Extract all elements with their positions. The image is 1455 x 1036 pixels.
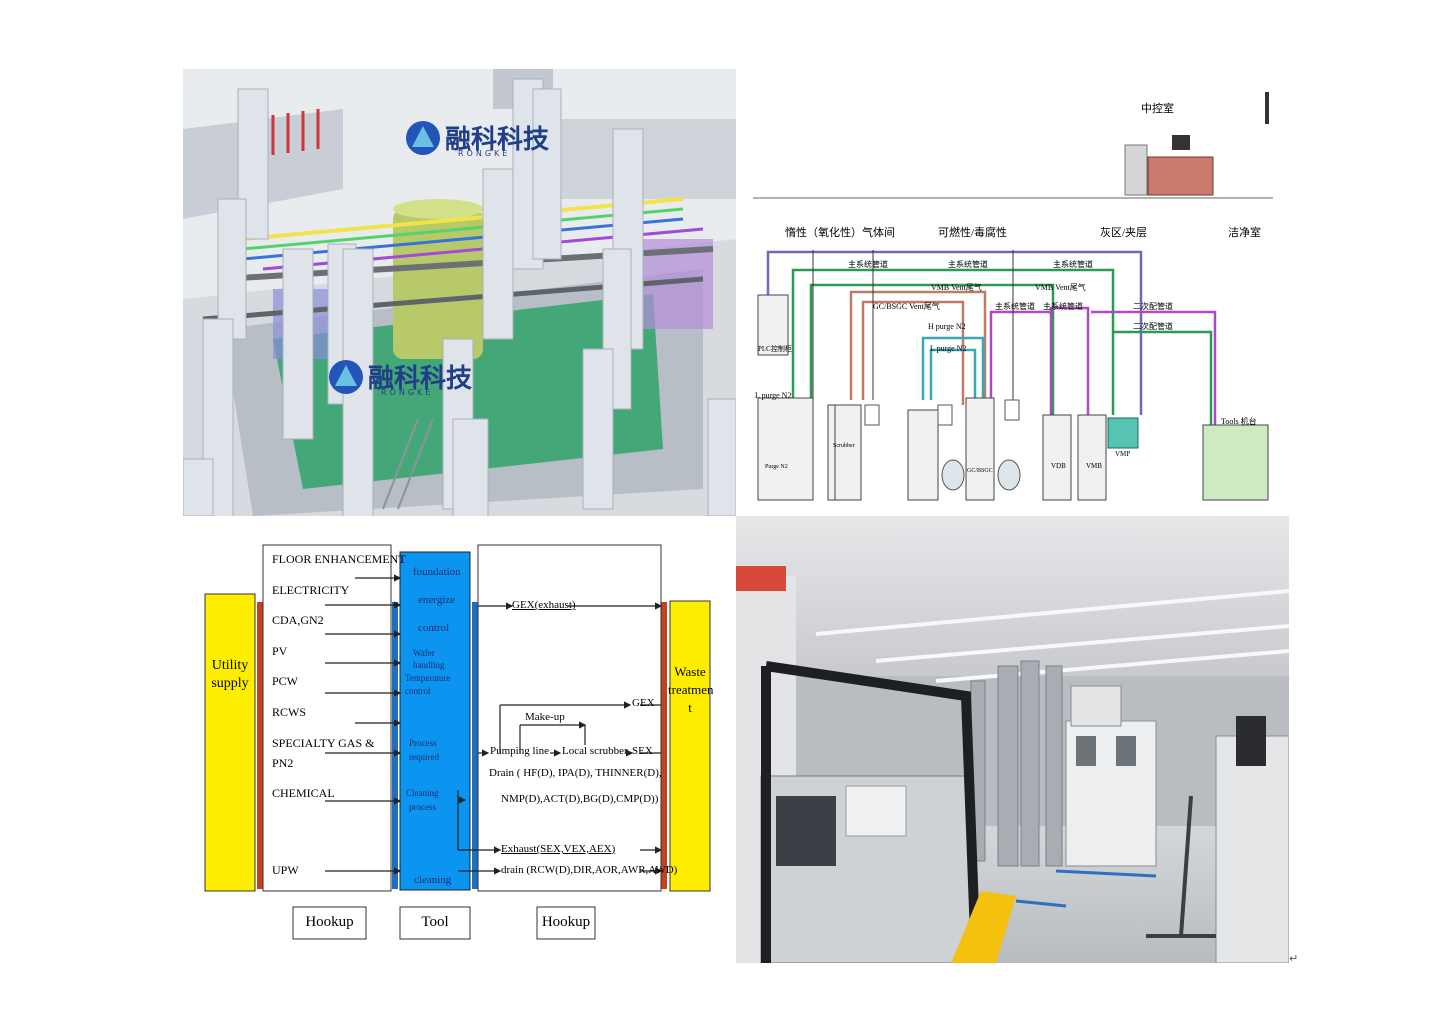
- tool-control: control: [418, 622, 449, 634]
- gas-pipe-drawing: [753, 80, 1273, 504]
- tool-process: Process: [409, 738, 437, 748]
- input-floor: FLOOR ENHANCEMENT: [272, 552, 406, 567]
- footer-tool: Tool: [400, 914, 470, 931]
- waste-label: Waste treatmen t: [668, 663, 712, 717]
- vmb-vent-label-2: VMB Vent尾气: [1035, 282, 1086, 293]
- vmp-label: VMP: [1115, 450, 1130, 458]
- output-exhaust: Exhaust(SEX,VEX,AEX): [501, 843, 615, 855]
- gas-system-diagram: 中控室 惰性（氧化性）气体间 可燃性/毒腐性 灰区/夹层 洁净室 主系统管道 主…: [753, 80, 1273, 504]
- footer-hookup-left: Hookup: [293, 914, 366, 931]
- plant-3d-rendering: 融科科技 RONGKE 融科科技 RONGKE: [183, 69, 736, 516]
- tool-temperature: Temperature: [405, 673, 450, 683]
- scrubber-label: Scrubber: [833, 443, 855, 449]
- zone-grey-label: 灰区/夹层: [1100, 224, 1147, 240]
- output-pumping-line: Pumping line: [490, 745, 549, 757]
- tool-handling: handling: [413, 660, 445, 670]
- purge-cabinet-icon: [758, 398, 813, 500]
- desk-icon: [1148, 157, 1213, 195]
- output-drain-3: drain (RCW(D),DIR,AOR,AWR,AWD): [501, 864, 677, 876]
- output-sex: SEX: [632, 745, 653, 757]
- input-specialty-gas: SPECIALTY GAS &: [272, 736, 374, 751]
- logo-sub-bottom: RONGKE: [381, 388, 433, 397]
- main-pipe-label-2: 主系统管道: [948, 259, 988, 270]
- computer-icon: [1172, 135, 1190, 150]
- vmb-label: VMB: [1086, 462, 1102, 470]
- tool-required: required: [409, 752, 439, 762]
- input-cda: CDA,GN2: [272, 613, 324, 628]
- output-drain-1: Drain ( HF(D), IPA(D), THINNER(D),: [489, 767, 662, 779]
- l-purge-label-1: L purge N2: [930, 344, 966, 353]
- h-purge-label: H purge N2: [928, 322, 966, 331]
- output-drain-2: NMP(D),ACT(D),BG(D),CMP(D)): [501, 793, 658, 805]
- control-room-label: 中控室: [1141, 100, 1174, 116]
- output-local-scrubber: Local scrubber: [562, 745, 628, 757]
- vmb-vent-label-1: VMB Vent尾气: [931, 282, 982, 293]
- vdb-label: VDB: [1051, 462, 1066, 470]
- input-rcws: RCWS: [272, 705, 306, 720]
- hookup-flow-chart: Utility supply Waste treatmen t FLOOR EN…: [200, 540, 722, 944]
- tool-cleaning: Cleaning: [406, 788, 439, 798]
- cabinet-icon: [1125, 145, 1147, 195]
- tool-process-2: process: [409, 802, 436, 812]
- gcbsgc-label: GC/BSGC: [967, 468, 993, 474]
- utility-label: Utility supply: [207, 657, 253, 693]
- scrubber-icon: [835, 405, 861, 500]
- secondary-pipe-label-2: 二次配管道: [1133, 321, 1173, 332]
- output-gex-exhaust: GEX(exhaust): [512, 599, 576, 611]
- input-upw: UPW: [272, 863, 299, 878]
- zone-clean-label: 洁净室: [1228, 224, 1261, 240]
- main-pipe-label-3: 主系统管道: [1053, 259, 1093, 270]
- tool-wafer: Wafer: [413, 648, 435, 658]
- main-pipe-label-4: 主系统管道: [995, 301, 1035, 312]
- gas-cylinder-icon: [942, 460, 964, 490]
- zone-flammable-label: 可燃性/毒腐性: [938, 224, 1007, 240]
- plc-label: PLC控制柜: [758, 344, 792, 354]
- input-chemical: CHEMICAL: [272, 786, 335, 801]
- input-pcw: PCW: [272, 674, 298, 689]
- vdb-cabinet-icon: [1043, 415, 1071, 500]
- input-pv: PV: [272, 644, 287, 659]
- tool-foundation: foundation: [413, 566, 461, 578]
- gas-cylinder-icon: [998, 460, 1020, 490]
- tools-label: Tools 机台: [1221, 416, 1257, 427]
- l-purge-label-2: L purge N2: [755, 391, 791, 400]
- input-electricity: ELECTRICITY: [272, 583, 349, 598]
- trailing-mark: ↵: [1289, 952, 1298, 965]
- main-pipe-label-5: 主系统管道: [1043, 301, 1083, 312]
- tool-control-2: control: [405, 686, 431, 696]
- vmp-icon: [1108, 418, 1138, 448]
- zone-inert-label: 惰性（氧化性）气体间: [785, 224, 895, 240]
- secondary-pipe-label-1: 二次配管道: [1133, 301, 1173, 312]
- output-gex: GEX: [632, 697, 655, 709]
- vmb-cabinet-icon: [1078, 415, 1106, 500]
- cleanroom-photo-drawing: [736, 516, 1289, 963]
- cleanroom-photo: [736, 516, 1289, 963]
- gc-vent-label: GC/BSGC Vent尾气: [873, 301, 940, 312]
- logo-sub-top: RONGKE: [458, 149, 510, 158]
- purge-n2-label: Purge N2: [765, 464, 788, 470]
- output-make-up: Make-up: [525, 711, 565, 723]
- footer-hookup-right: Hookup: [537, 914, 595, 931]
- main-pipe-label-1: 主系统管道: [848, 259, 888, 270]
- tool-cleaning-2: cleaning: [414, 874, 451, 886]
- tool-energize: energize: [418, 594, 455, 606]
- gcbsgc-cabinet-icon: [966, 398, 994, 500]
- input-pn2: PN2: [272, 756, 293, 771]
- signal-tower-icon: [1265, 92, 1269, 124]
- tools-icon: [1203, 425, 1268, 500]
